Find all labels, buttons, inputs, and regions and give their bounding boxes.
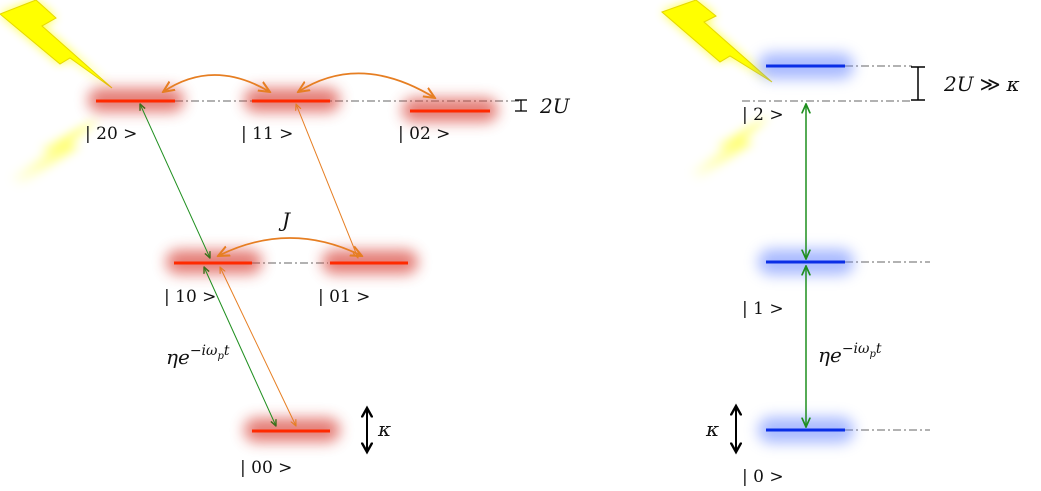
coupling-label: J bbox=[278, 208, 291, 232]
state-label-2: | 2 > bbox=[742, 105, 784, 125]
hop-arrow-20-11 bbox=[163, 74, 270, 92]
state-label-0: | 0 > bbox=[742, 467, 784, 487]
state-label-02: | 02 > bbox=[398, 124, 450, 144]
decay-label: κ bbox=[377, 417, 391, 441]
transition-10-00-green bbox=[204, 267, 276, 426]
state-label-1: | 1 > bbox=[742, 299, 784, 319]
state-label-11: | 11 > bbox=[241, 124, 293, 144]
lightning-bolt-icon bbox=[0, 0, 113, 89]
transition-11-01 bbox=[296, 104, 358, 258]
lightning-bolt-icon bbox=[661, 0, 773, 83]
transition-10-00-orange bbox=[220, 267, 296, 426]
state-label-00: | 00 > bbox=[240, 458, 292, 478]
state-label-20: | 20 > bbox=[85, 124, 137, 144]
transition-20-10 bbox=[140, 104, 210, 258]
interaction-bracket bbox=[911, 66, 925, 101]
state-label-10: | 10 > bbox=[164, 287, 216, 307]
decay-label: κ bbox=[705, 417, 719, 441]
interaction-bracket bbox=[515, 99, 527, 112]
state-label-01: | 01 > bbox=[318, 287, 370, 307]
interaction-label: 2U bbox=[539, 94, 571, 118]
drive-label: ηe−iωpt bbox=[818, 341, 882, 367]
faded-lightning-icon bbox=[10, 118, 100, 186]
left-panel: 2U κ J ηe−iωpt | 20 > | 11 > | 02 > | 10… bbox=[0, 0, 571, 478]
drive-label: ηe−iωpt bbox=[166, 343, 230, 369]
interaction-label: 2U≫κ bbox=[943, 72, 1020, 96]
faded-lightning-icon bbox=[690, 116, 770, 180]
hop-arrow-11-02 bbox=[298, 72, 435, 98]
right-panel: 2U≫κ κ ηe−iωpt | 2 > | 1 > | 0 > bbox=[661, 0, 1020, 487]
